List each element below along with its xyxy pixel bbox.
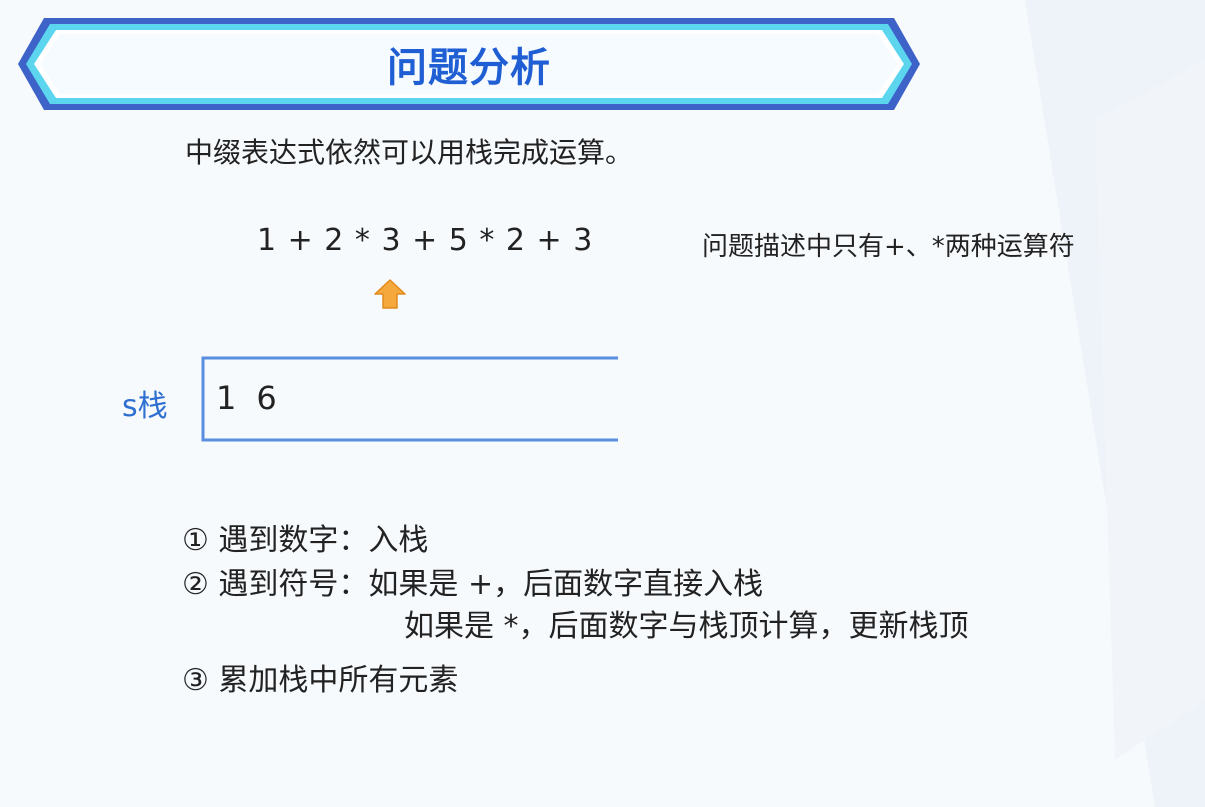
stack-items: 1 6 xyxy=(216,379,277,417)
rule-number: ① 遇到数字：入栈 xyxy=(182,523,429,558)
intro-text: 中缀表达式依然可以用栈完成运算。 xyxy=(185,136,634,169)
stack-item: 6 xyxy=(256,379,277,417)
stack-label: s栈 xyxy=(122,389,168,424)
title-banner: 问题分析 xyxy=(14,14,924,114)
expression-text: 1 + 2 * 3 + 5 * 2 + 3 xyxy=(257,223,594,258)
rule-symbol: ② 遇到符号：如果是 +，后面数字直接入栈 xyxy=(182,567,764,602)
page-title: 问题分析 xyxy=(387,45,551,91)
stack-item: 1 xyxy=(216,379,237,417)
up-arrow-icon xyxy=(374,279,406,309)
rule-symbol-multiply: 如果是 *，后面数字与栈顶计算，更新栈顶 xyxy=(404,609,969,644)
operator-note: 问题描述中只有+、*两种运算符 xyxy=(702,232,1075,262)
rule-sum: ③ 累加栈中所有元素 xyxy=(182,663,459,698)
stack-container: 1 6 xyxy=(200,355,618,443)
background-decoration xyxy=(1025,0,1205,807)
